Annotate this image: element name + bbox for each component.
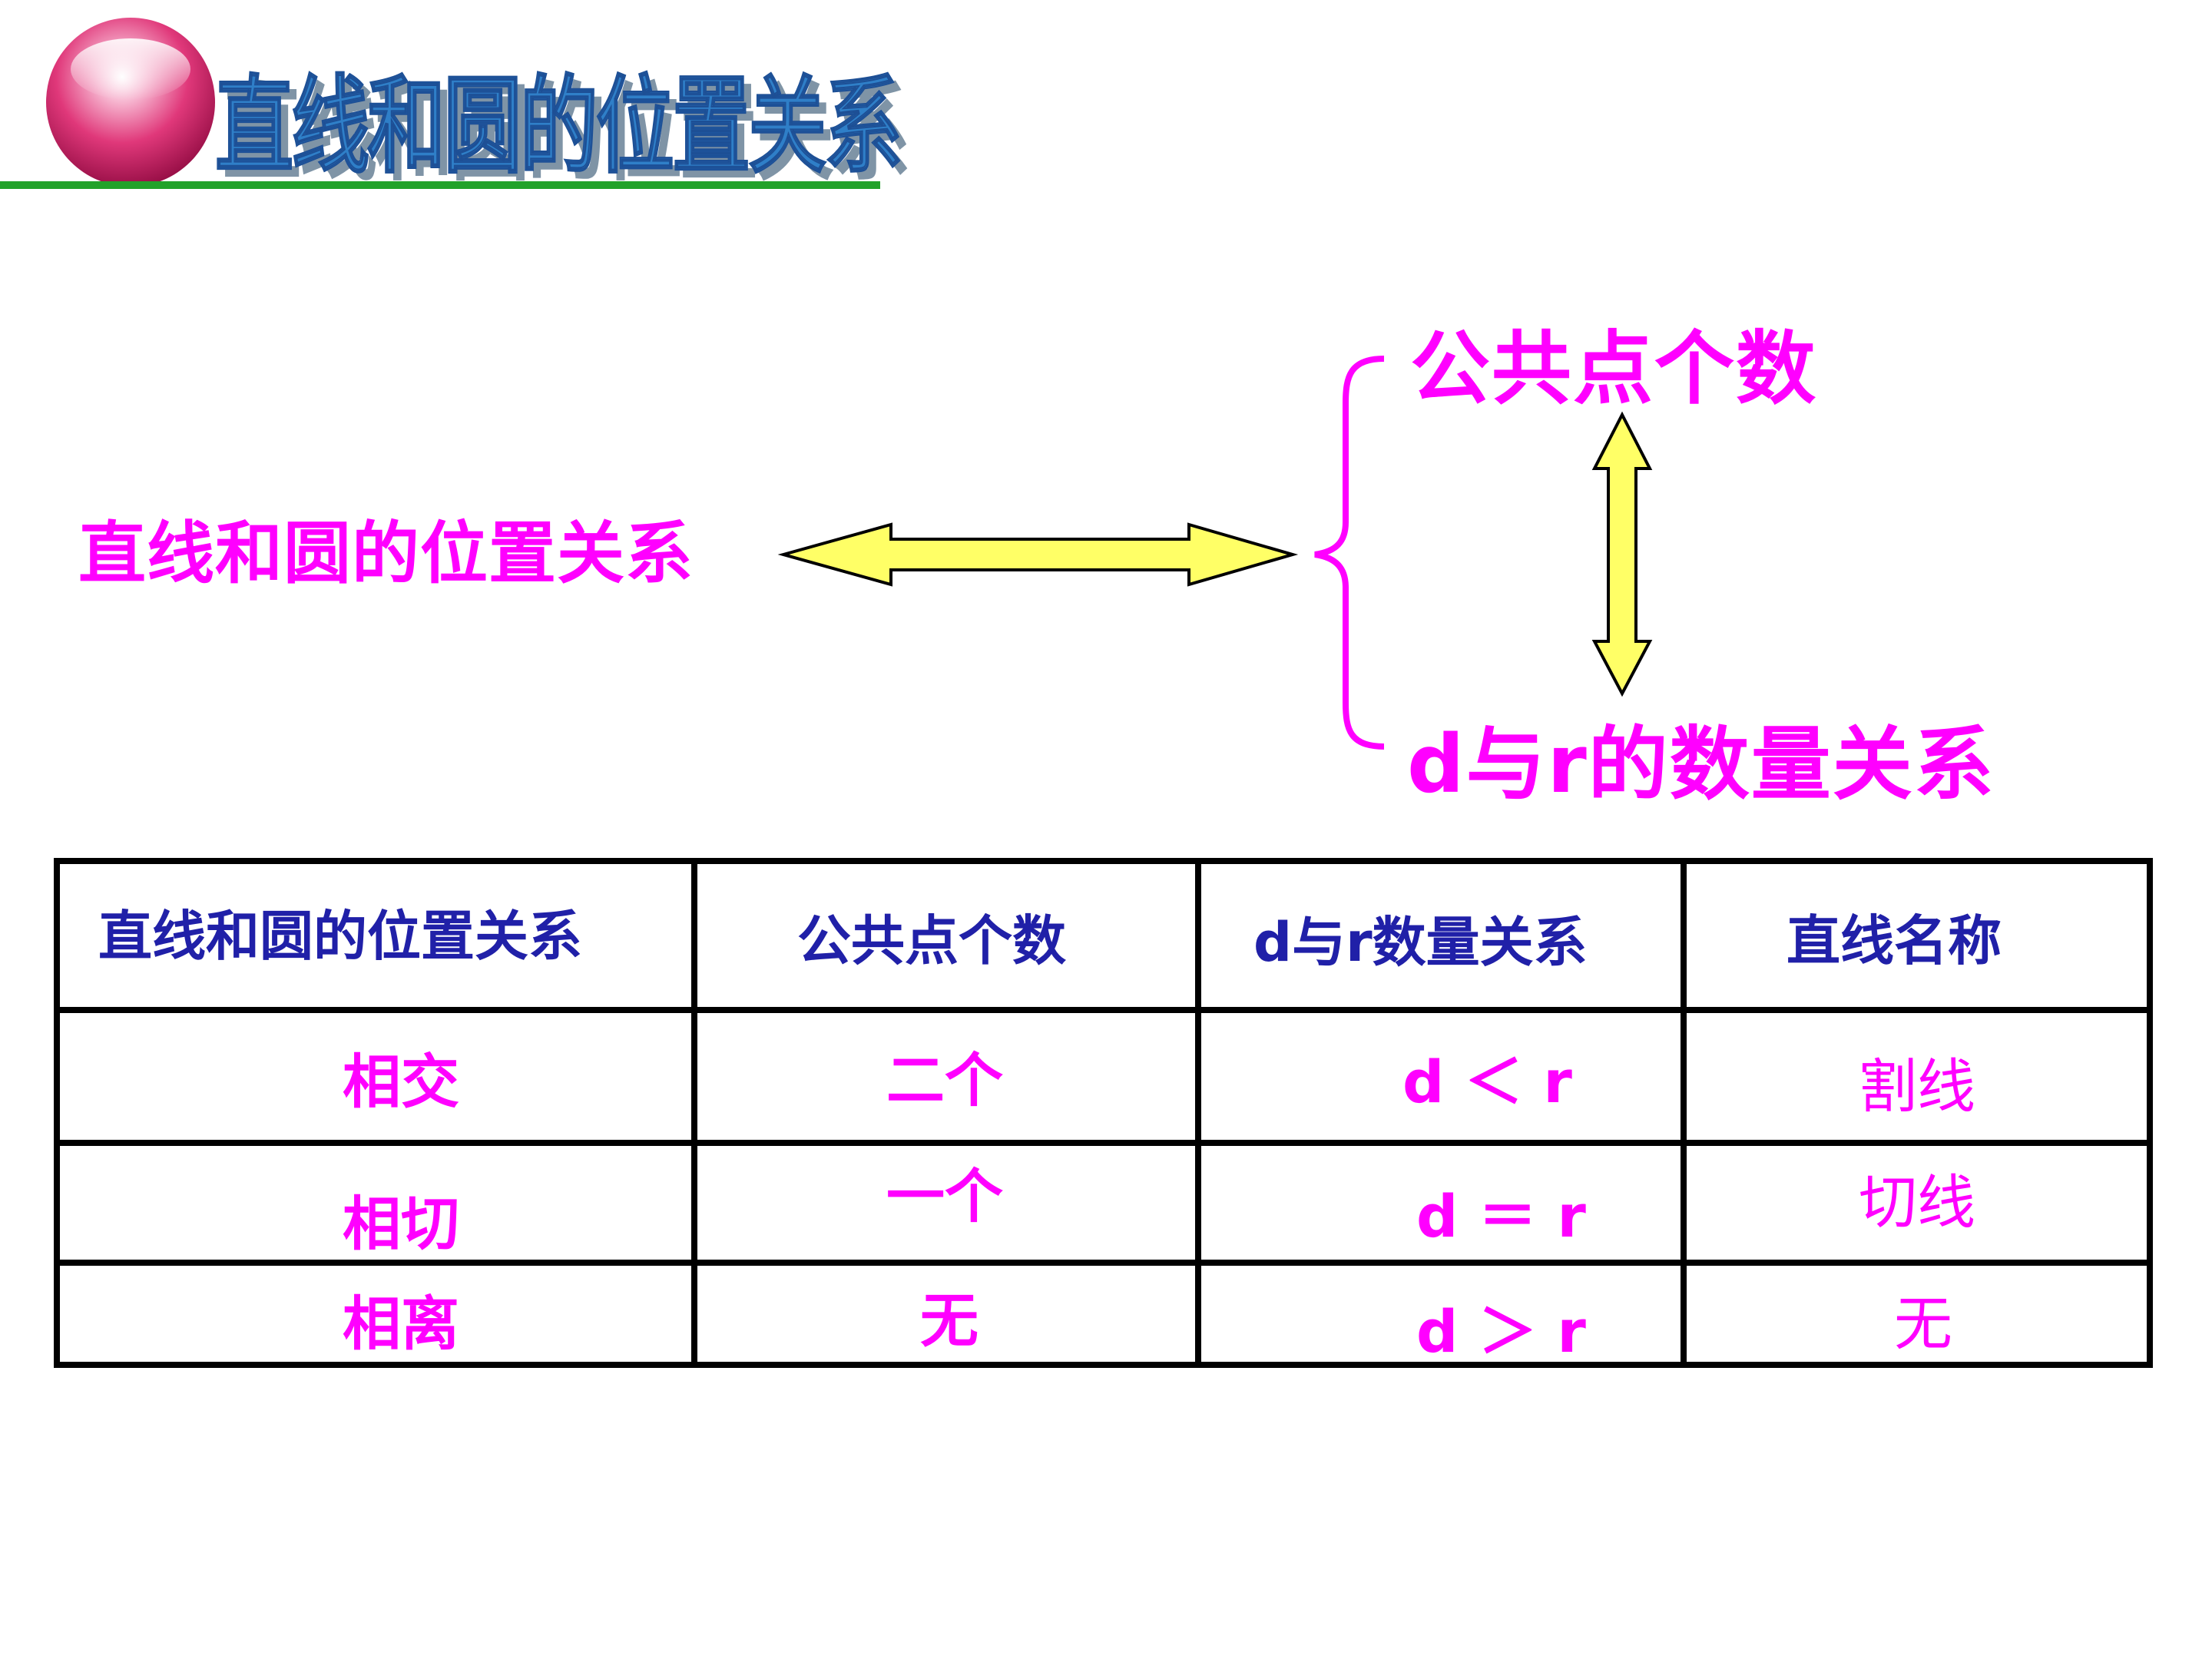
cell-none: 无 (920, 1286, 979, 1355)
header-common-points: 公共点个数 (797, 909, 1066, 972)
table-header-row: 直线和圆的位置关系 公共点个数 d与r数量关系 直线名称 (54, 858, 2153, 1013)
curly-brace (1314, 356, 1385, 750)
table-cell: 一个 (691, 1140, 1201, 1266)
horizontal-double-arrow (777, 522, 1299, 587)
header-d-r-relation: d与r数量关系 (1253, 911, 1588, 974)
cell-no-line: 无 (1894, 1290, 1952, 1358)
page-title-shadow: 直线和圆的位置关系 (223, 72, 910, 196)
header-underline (0, 181, 880, 189)
table-row: 相切 一个 d ＝ r 切线 (54, 1140, 2153, 1266)
header-line-name: 直线名称 (1786, 909, 2002, 972)
table-header-cell: 公共点个数 (691, 858, 1201, 1013)
relation-diagram (777, 356, 1653, 750)
table-cell: d ＜ r (1195, 1007, 1687, 1146)
page-title: 直线和圆的位置关系 (214, 64, 903, 189)
common-points-label: 公共点个数 (1410, 322, 1818, 416)
cell-intersect: 相交 (343, 1048, 459, 1116)
cell-d-less-r: d ＜ r (1402, 1048, 1572, 1116)
relation-table: 直线和圆的位置关系 公共点个数 d与r数量关系 直线名称 相交 二个 d ＜ r… (54, 858, 2153, 1368)
cell-separate: 相离 (343, 1290, 459, 1358)
table-cell: 无 (691, 1260, 1201, 1368)
table-row: 相离 无 d ＞ r 无 (54, 1260, 2153, 1368)
table-cell: 相离 (54, 1260, 697, 1368)
table-cell: 切线 (1681, 1140, 2153, 1266)
table-header-cell: 直线和圆的位置关系 (54, 858, 697, 1013)
ball-shine (71, 38, 190, 100)
table-cell: 无 (1681, 1260, 2153, 1368)
d-r-relation-label: d与r的数量关系 (1407, 717, 1995, 811)
cell-two: 二个 (886, 1046, 1003, 1114)
table-row: 相交 二个 d ＜ r 割线 (54, 1007, 2153, 1146)
table-header-cell: 直线名称 (1681, 858, 2153, 1013)
table-cell: 相交 (54, 1007, 697, 1146)
vertical-double-arrow (1591, 411, 1653, 697)
cell-secant: 割线 (1859, 1052, 1975, 1121)
cell-d-equal-r: d ＝ r (1416, 1182, 1586, 1250)
cell-tangent-line: 切线 (1859, 1168, 1975, 1237)
cell-tangent: 相切 (343, 1190, 459, 1258)
header-decoration (0, 18, 880, 189)
table-header-cell: d与r数量关系 (1195, 858, 1687, 1013)
header-position-relation: 直线和圆的位置关系 (98, 905, 582, 968)
table-cell: 相切 (54, 1140, 697, 1266)
table-cell: d ＝ r (1195, 1140, 1687, 1266)
cell-one: 一个 (886, 1162, 1003, 1230)
left-relation-label: 直线和圆的位置关系 (78, 514, 694, 593)
table-cell: 割线 (1681, 1007, 2153, 1146)
table-cell: d ＞ r (1195, 1260, 1687, 1368)
table-cell: 二个 (691, 1007, 1201, 1146)
cell-d-greater-r: d ＞ r (1416, 1297, 1586, 1365)
